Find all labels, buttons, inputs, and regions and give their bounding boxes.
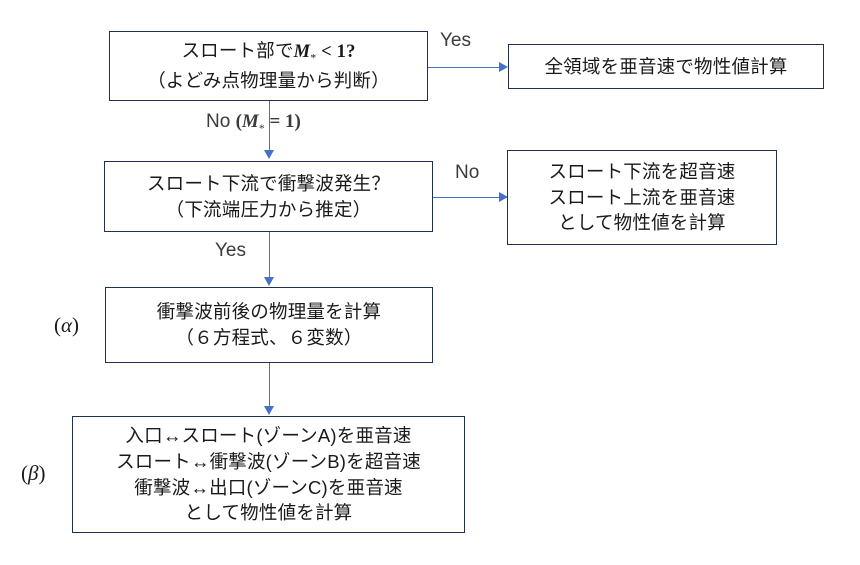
- edge-alpha-to-beta-arrowhead: [263, 406, 274, 415]
- edge-no-down-arrowhead: [263, 150, 274, 159]
- edge-yes-down-line: [268, 232, 270, 278]
- decision2-line1: スロート下流で衝撃波発生？: [146, 172, 391, 194]
- action-box-shock-jump-equations: 衝撃波前後の物理量を計算 （６方程式、６変数）: [105, 287, 433, 363]
- edge-no-down-line: [268, 101, 270, 151]
- edge-label-yes-top: Yes: [440, 30, 471, 51]
- action-beta-line3: 衝撃波↔出口(ゾーンC)を亜音速: [134, 476, 403, 498]
- action-beta-line4: として物性値を計算: [184, 502, 353, 524]
- action-subsonic-all-line1: 全領域を亜音速で物性値計算: [544, 55, 788, 77]
- decision2-line2: （下流端圧力から推定）: [165, 198, 372, 220]
- action-alpha-line2: （６方程式、６変数）: [175, 327, 363, 348]
- action-no-shock-line3: として物性値を計算: [558, 212, 726, 234]
- edge-yes-top-line: [428, 66, 500, 68]
- annotation-beta: (β): [21, 461, 46, 485]
- action-no-shock-line1: スロート下流を超音速: [548, 161, 736, 183]
- action-beta-line1: 入口↔スロート(ゾーンA)を亜音速: [125, 425, 412, 447]
- decision1-line2: （よどみ点物理量から判断）: [147, 69, 390, 91]
- decision-box-shock-downstream: スロート下流で衝撃波発生？ （下流端圧力から推定）: [104, 161, 433, 232]
- edge-no-right-arrowhead: [499, 191, 508, 202]
- edge-yes-down-arrowhead: [263, 277, 274, 286]
- decision-box-throat-mach: スロート部でM* < 1? （よどみ点物理量から判断）: [109, 31, 428, 101]
- action-box-zone-regimes: 入口↔スロート(ゾーンA)を亜音速 スロート↔衝撃波(ゾーンB)を超音速 衝撃波…: [72, 416, 465, 533]
- action-no-shock-line2: スロート上流を亜音速: [548, 186, 736, 208]
- edge-yes-top-arrowhead: [499, 61, 508, 72]
- edge-alpha-to-beta-line: [268, 363, 270, 407]
- edge-no-right-line: [433, 196, 500, 198]
- action-box-subsonic-all-domain: 全領域を亜音速で物性値計算: [508, 44, 824, 89]
- annotation-alpha: (α): [54, 313, 80, 337]
- action-alpha-line1: 衝撃波前後の物理量を計算: [156, 301, 382, 323]
- edge-label-no-down: No (M* = 1): [206, 111, 301, 135]
- edge-label-no-right: No: [455, 162, 480, 183]
- decision1-line1: スロート部でM* < 1?: [181, 40, 356, 66]
- action-beta-line2: スロート↔衝撃波(ゾーンB)を超音速: [116, 450, 421, 472]
- edge-label-yes-down: Yes: [215, 240, 246, 261]
- action-box-no-shock-regimes: スロート下流を超音速 スロート上流を亜音速 として物性値を計算: [507, 150, 777, 245]
